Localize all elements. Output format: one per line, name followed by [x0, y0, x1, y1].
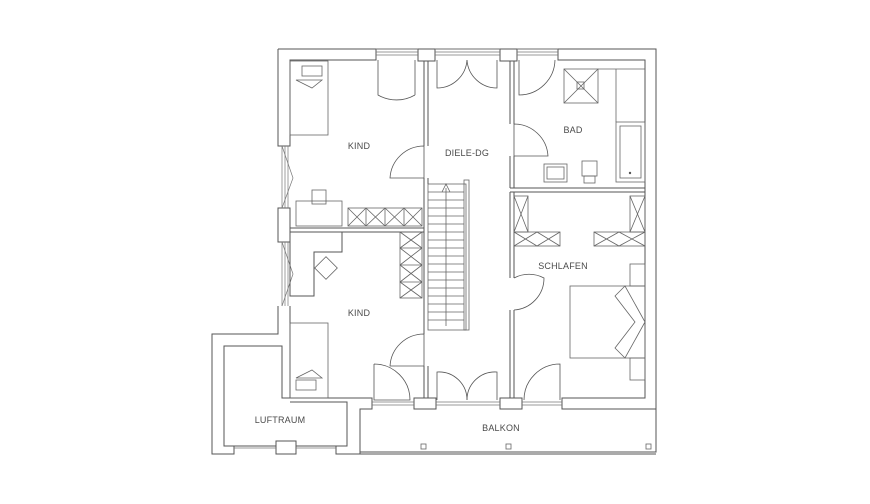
label-balkon: BALKON [482, 423, 520, 433]
interior-walls [289, 61, 645, 398]
label-schlafen: SCHLAFEN [538, 261, 588, 271]
exterior-walls [211, 48, 657, 455]
balcony [360, 409, 657, 455]
label-luftraum: LUFTRAUM [255, 415, 306, 425]
windows [234, 48, 562, 449]
label-kind-top: KIND [348, 141, 371, 151]
label-bad: BAD [563, 125, 582, 135]
doors [373, 59, 561, 401]
label-diele: DIELE-DG [445, 148, 489, 158]
staircase [427, 179, 470, 331]
label-kind-bottom: KIND [348, 308, 371, 318]
room-labels: KIND DIELE-DG BAD SCHLAFEN KIND LUFTRAUM… [255, 125, 588, 433]
furniture [289, 60, 646, 399]
